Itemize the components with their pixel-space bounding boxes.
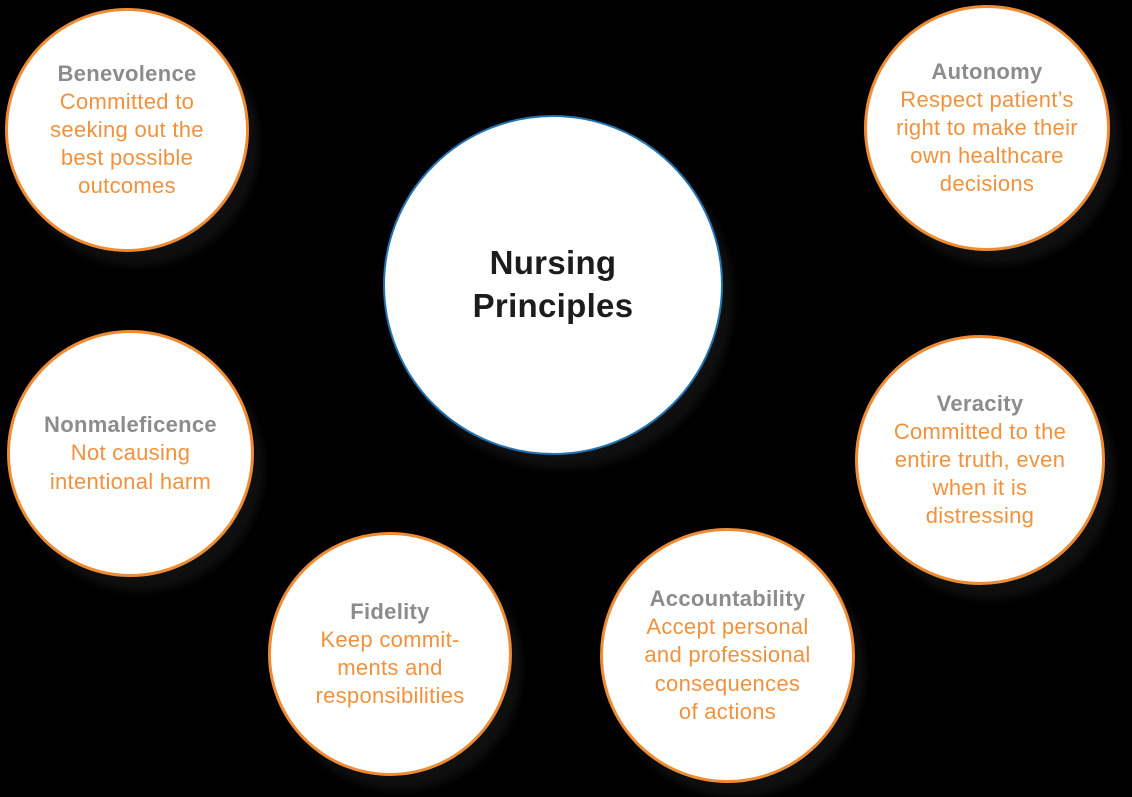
principle-circle-benevolence: Benevolence Committed to seeking out the… — [5, 8, 249, 252]
principle-circle-veracity: Veracity Committed to the entire truth, … — [855, 335, 1105, 585]
principle-circle-accountability: Accountability Accept personal and profe… — [600, 528, 855, 783]
principle-description: Respect patient’s right to make their ow… — [896, 86, 1078, 197]
principle-title: Fidelity — [350, 598, 430, 624]
principle-title: Benevolence — [57, 60, 197, 86]
principle-description: Keep commit- ments and responsibilities — [315, 626, 465, 709]
principle-title: Accountability — [649, 586, 806, 612]
principle-circle-nonmaleficence: Nonmaleficence Not causing intentional h… — [7, 330, 254, 577]
principle-circle-autonomy: Autonomy Respect patient’s right to make… — [864, 5, 1110, 251]
principle-description: Committed to seeking out the best possib… — [50, 88, 204, 199]
principle-title: Nonmaleficence — [44, 412, 217, 438]
principle-title: Veracity — [936, 390, 1024, 416]
principle-circle-fidelity: Fidelity Keep commit- ments and responsi… — [268, 532, 512, 776]
principle-title: Autonomy — [931, 58, 1043, 84]
center-circle-label: Nursing Principles — [472, 244, 634, 324]
principle-description: Accept personal and professional consequ… — [644, 614, 811, 724]
center-circle-nursing-principles: Nursing Principles — [383, 115, 723, 455]
principle-description: Committed to the entire truth, even when… — [893, 418, 1067, 529]
principle-description: Not causing intentional harm — [49, 440, 212, 494]
